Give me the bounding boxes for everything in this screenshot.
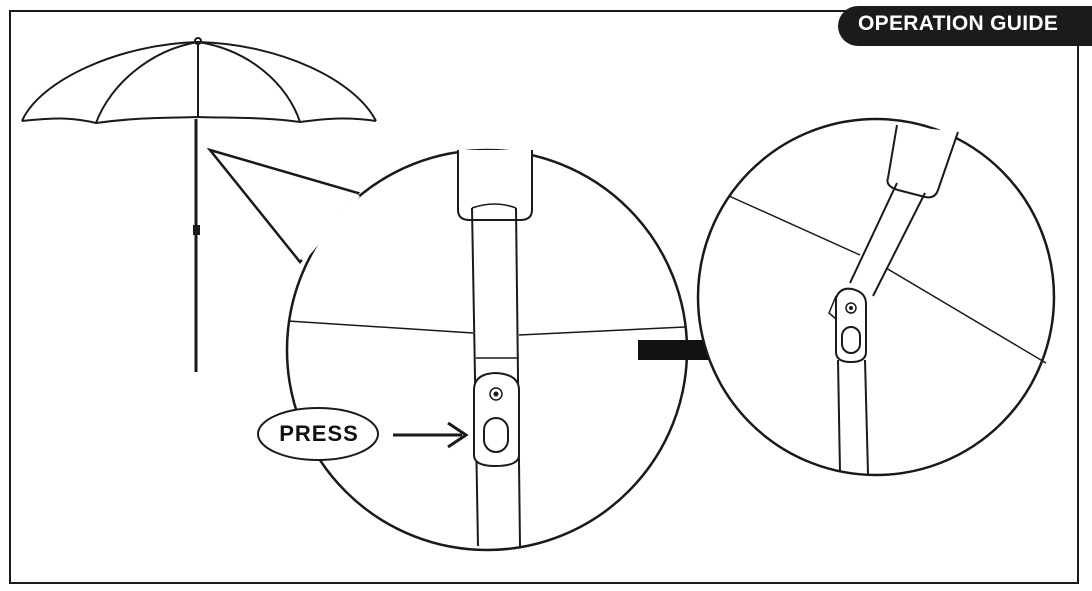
press-label: PRESS — [279, 421, 359, 446]
instruction-frame — [9, 10, 1079, 584]
zoom-detail-tilted — [696, 117, 1056, 477]
umbrella-icon — [21, 37, 377, 372]
header-tab — [838, 6, 1092, 46]
zoom-detail-pressed — [206, 147, 689, 552]
press-callout — [257, 407, 469, 461]
tilt-button-icon — [483, 417, 509, 453]
press-arrow-icon — [393, 421, 469, 449]
page-title: OPERATION GUIDE — [858, 12, 1059, 35]
